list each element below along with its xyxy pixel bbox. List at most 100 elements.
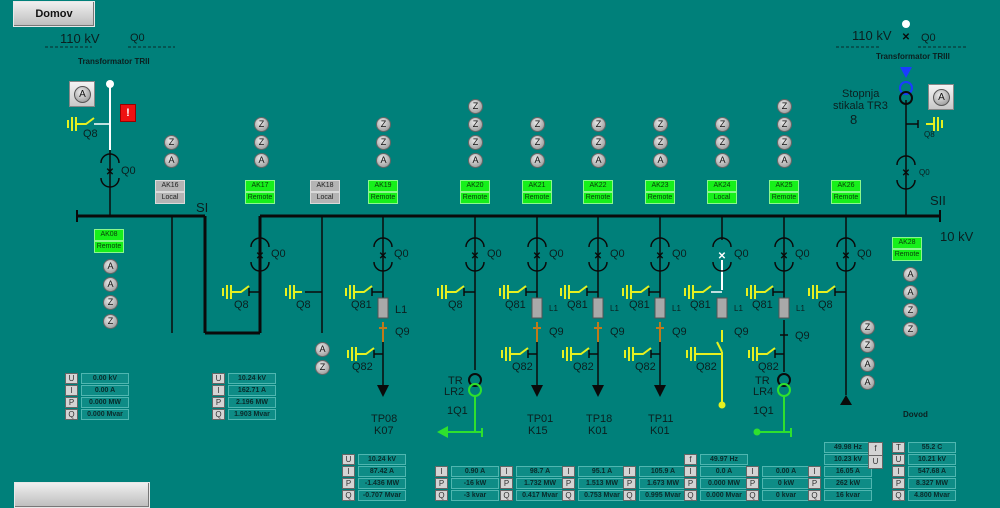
z-indicator[interactable]: Z — [315, 360, 330, 375]
bottom-nav-button[interactable] — [14, 482, 150, 508]
ak-mode: Remote — [769, 192, 799, 204]
z-indicator[interactable]: Z — [376, 117, 391, 132]
bay2-disc-label: Q9 — [395, 326, 410, 338]
bay2-q0-label: Q0 — [394, 248, 409, 260]
z-indicator[interactable]: Z — [591, 135, 606, 150]
z-indicator[interactable]: Z — [591, 117, 606, 132]
svg-text:✕: ✕ — [718, 251, 726, 262]
a-indicator[interactable]: A — [903, 267, 918, 282]
z-indicator[interactable]: Z — [777, 99, 792, 114]
bay7-earth1-label: Q81 — [690, 299, 711, 311]
a-indicator[interactable]: A — [653, 153, 668, 168]
a-indicator[interactable]: A — [715, 153, 730, 168]
z-indicator[interactable]: Z — [903, 322, 918, 337]
a-indicator[interactable]: A — [376, 153, 391, 168]
z-indicator[interactable]: Z — [254, 135, 269, 150]
key: Q — [746, 490, 759, 501]
bay6-reactor-label: L1 — [672, 304, 681, 313]
alarm-icon[interactable]: ! — [120, 104, 136, 122]
ak-id: AK28 — [892, 237, 922, 249]
z-indicator[interactable]: Z — [777, 135, 792, 150]
tap-label-1: Stopnja — [842, 88, 880, 100]
z-indicator[interactable]: Z — [777, 117, 792, 132]
bay3-earth-label: Q8 — [448, 299, 463, 311]
z-indicator[interactable]: Z — [653, 135, 668, 150]
z-indicator[interactable]: Z — [715, 135, 730, 150]
z-indicator[interactable]: Z — [653, 117, 668, 132]
value: 162.71 A — [228, 385, 276, 396]
bay5-feeder2: K01 — [588, 425, 608, 437]
z-indicator[interactable]: Z — [860, 338, 875, 353]
a-indicator[interactable]: A — [860, 357, 875, 372]
u-key: U — [868, 455, 883, 469]
key: Q — [623, 490, 636, 501]
bay6-disc-label: Q9 — [672, 326, 687, 338]
home-button[interactable]: Domov — [13, 1, 95, 27]
z-indicator[interactable]: Z — [376, 135, 391, 150]
bay3-tr1: TR — [448, 375, 463, 387]
a-indicator[interactable]: A — [164, 153, 179, 168]
bay4-disc-label: Q9 — [549, 326, 564, 338]
tr-left-a-button[interactable]: A — [69, 81, 95, 107]
svg-text:✕: ✕ — [471, 251, 479, 262]
a-indicator[interactable]: A — [103, 277, 118, 292]
a-indicator[interactable]: A — [860, 375, 875, 390]
a-indicator[interactable]: A — [777, 153, 792, 168]
a-indicator[interactable]: A — [903, 285, 918, 300]
bay5-feeder1: TP18 — [586, 413, 613, 425]
bay3-tr2: LR2 — [444, 386, 465, 398]
tr-left-earth-label: Q8 — [83, 128, 98, 140]
key: P — [808, 478, 821, 489]
ak-mode: Local — [707, 192, 737, 204]
key: I — [562, 466, 575, 477]
z-indicator[interactable]: Z — [103, 295, 118, 310]
ak-id: AK18 — [310, 180, 340, 192]
z-indicator[interactable]: Z — [468, 117, 483, 132]
z-indicator[interactable]: Z — [103, 314, 118, 329]
a-indicator[interactable]: A — [315, 342, 330, 357]
z-indicator[interactable]: Z — [860, 320, 875, 335]
z-indicator[interactable]: Z — [164, 135, 179, 150]
z-indicator[interactable]: Z — [530, 135, 545, 150]
key: I — [342, 466, 355, 477]
ak-mode: Remote — [831, 192, 861, 204]
a-indicator[interactable]: A — [103, 259, 118, 274]
key: I — [212, 385, 225, 396]
z-indicator[interactable]: Z — [530, 117, 545, 132]
value: 0.90 A — [451, 466, 499, 477]
tr-right-earth-label: Q8 — [924, 130, 935, 139]
a-indicator[interactable]: A — [591, 153, 606, 168]
a-indicator[interactable]: A — [530, 153, 545, 168]
z-indicator[interactable]: Z — [715, 117, 730, 132]
tr-right-a-button[interactable]: A — [928, 84, 954, 110]
value: 55.2 C — [908, 442, 956, 453]
z-indicator[interactable]: Z — [254, 117, 269, 132]
z-indicator[interactable]: Z — [903, 303, 918, 318]
bay8-earth2-label: Q82 — [758, 361, 779, 373]
svg-text:✕: ✕ — [379, 251, 387, 262]
bay0-earth-label: Q8 — [234, 299, 249, 311]
tap-label-2: stikala TR3 — [833, 100, 888, 112]
a-indicator[interactable]: A — [254, 153, 269, 168]
key: T — [892, 442, 905, 453]
z-indicator[interactable]: Z — [468, 135, 483, 150]
z-indicator[interactable]: Z — [468, 99, 483, 114]
tr-right-voltage: 110 kV — [852, 28, 892, 43]
a-indicator[interactable]: A — [468, 153, 483, 168]
bay1-earth-label: Q8 — [296, 299, 311, 311]
ak-id: AK20 — [460, 180, 490, 192]
